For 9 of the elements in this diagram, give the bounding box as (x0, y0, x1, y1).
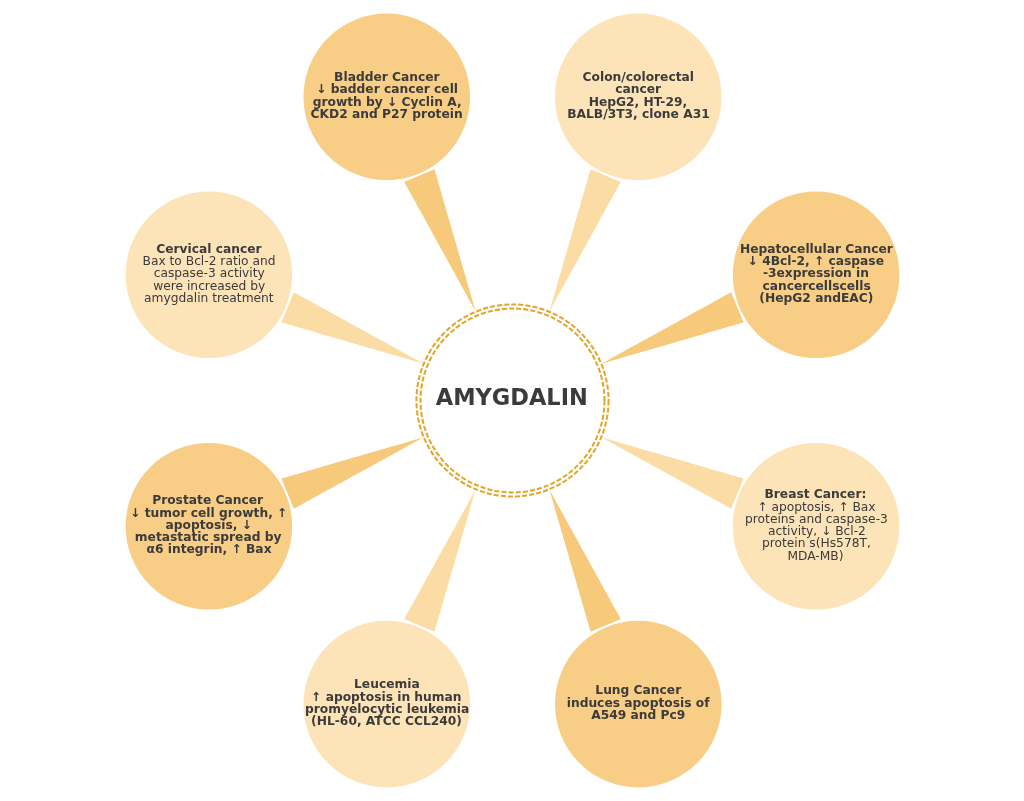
connector (548, 489, 621, 632)
connector (601, 292, 744, 364)
connector (280, 437, 423, 509)
connector (280, 292, 423, 364)
connector (403, 169, 476, 312)
connector (548, 169, 621, 312)
connector (403, 489, 476, 632)
node-circle: AMYGDALIN (414, 303, 610, 498)
connector (601, 437, 744, 509)
